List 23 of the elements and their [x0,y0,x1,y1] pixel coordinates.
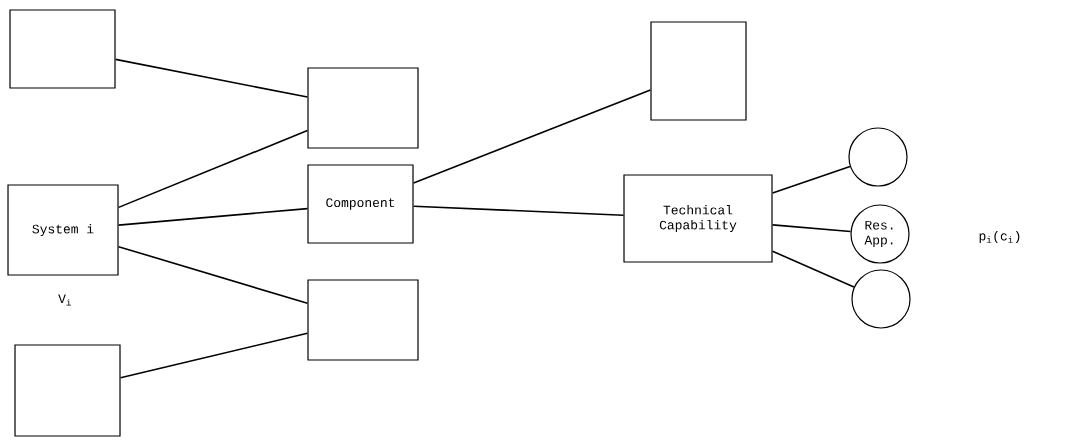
connector-line [771,224,852,233]
node-caption: V$_{i}$ [58,294,71,306]
labeled-box: Component [307,164,414,244]
connector-line [771,250,855,288]
connector-line [117,129,309,209]
connector-line [117,245,309,305]
empty-circle [848,127,908,187]
empty-box [307,67,419,149]
connector-line [114,58,309,98]
empty-box [307,279,419,361]
connector-line [412,205,625,217]
connector-line [117,207,309,226]
empty-box [650,21,747,121]
labeled-box: Technical Capability [623,174,773,263]
empty-box [9,9,116,89]
connector-line [412,89,652,184]
empty-box [14,344,121,437]
connector-line [771,165,851,194]
connector-line [119,332,309,379]
circle-node: Res. App. [850,204,910,264]
labeled-box: System i [7,184,119,276]
empty-circle [851,269,911,329]
formula-label: p$_{i}$(c$_{i}$) [979,230,1020,243]
